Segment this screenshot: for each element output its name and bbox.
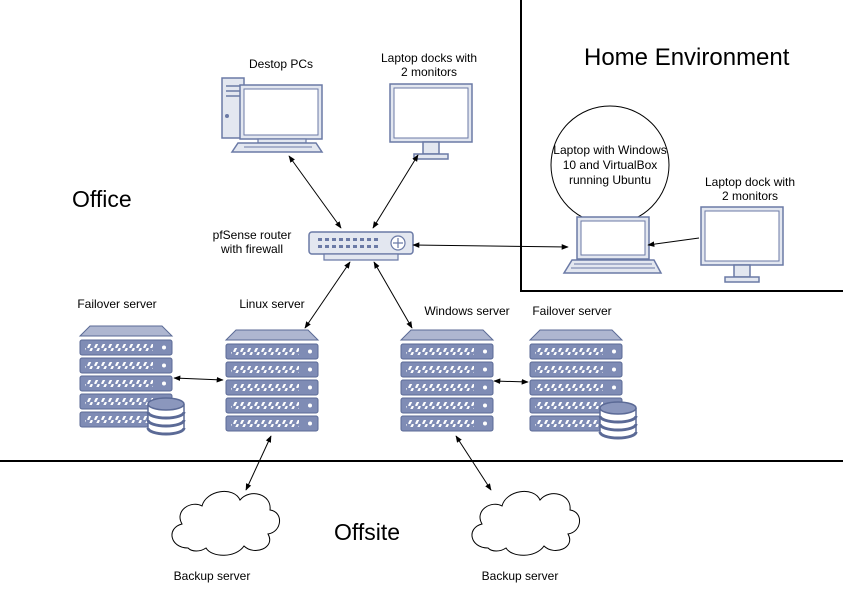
home-laptop-label-line1: Laptop with Windows (553, 143, 667, 157)
failover-right-database-icon (598, 400, 638, 440)
desktop-pc-icon (221, 77, 324, 153)
connector-failover-linux (173, 375, 224, 383)
backup-left-label: Backup server (173, 569, 251, 583)
connector-home-laptop-dock (647, 237, 700, 247)
router-label-line2: with firewall (220, 242, 283, 256)
failover-left-database-icon (146, 396, 186, 436)
laptop-docks-label-line2: 2 monitors (400, 65, 458, 79)
connector-windows-failover (493, 378, 529, 385)
home-laptop-label-line3: running Ubuntu (568, 173, 652, 187)
laptop-docks-label-line1: Laptop docks with (380, 51, 478, 65)
connector-router-windows (373, 261, 413, 329)
home-laptop-label-line2: 10 and VirtualBox (562, 158, 658, 172)
backup-right-label: Backup server (481, 569, 559, 583)
laptop-dock-monitor-icon (389, 83, 473, 160)
pfsense-router-icon (308, 231, 414, 261)
home-dock-monitor-icon (700, 206, 784, 283)
connector-windows-backup (455, 435, 492, 491)
home-environment-title: Home Environment (584, 44, 790, 71)
windows-server-label: Windows server (424, 304, 510, 318)
router-label: pfSense router with firewall (202, 228, 302, 256)
office-title: Office (72, 186, 132, 212)
home-dock-label-line1: Laptop dock with (704, 175, 796, 189)
desktop-pcs-label: Destop PCs (248, 57, 314, 71)
connector-router-linux (304, 261, 351, 329)
connector-dock-router (372, 154, 419, 229)
linux-server-icon (225, 329, 319, 432)
connector-linux-backup (245, 435, 272, 491)
failover-right-label: Failover server (532, 304, 612, 318)
home-dock-label: Laptop dock with 2 monitors (690, 175, 810, 203)
windows-server-icon (400, 329, 494, 432)
connector-desktop-router (288, 155, 342, 229)
home-laptop-icon (562, 216, 663, 274)
home-dock-label-line2: 2 monitors (721, 189, 779, 203)
backup-cloud-left-icon (171, 490, 281, 556)
home-laptop-label: Laptop with Windows 10 and VirtualBox ru… (549, 143, 671, 188)
connector-router-home-laptop (412, 242, 569, 250)
linux-server-label: Linux server (239, 297, 305, 311)
failover-left-label: Failover server (77, 297, 157, 311)
backup-cloud-right-icon (471, 490, 581, 556)
router-label-line1: pfSense router (212, 228, 292, 242)
laptop-docks-label: Laptop docks with 2 monitors (369, 51, 489, 79)
offsite-title: Offsite (334, 519, 401, 545)
